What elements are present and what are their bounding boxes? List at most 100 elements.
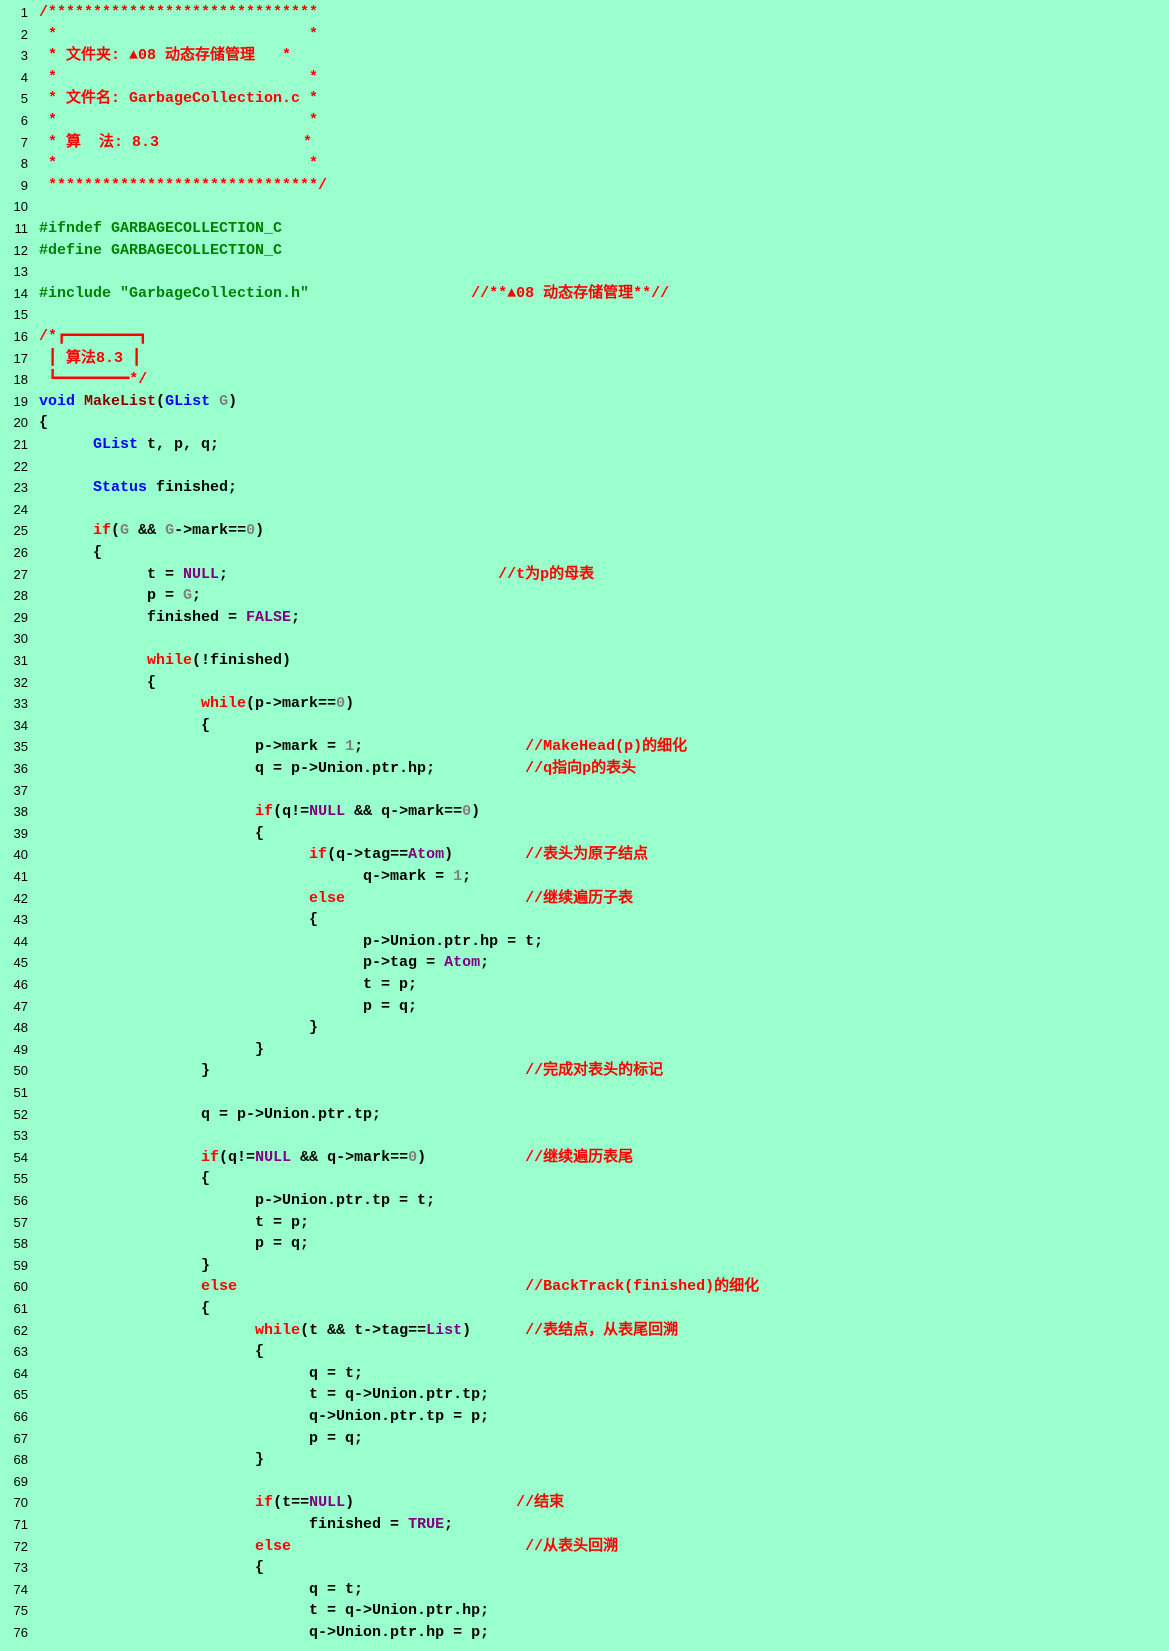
line-number: 38 — [13, 804, 28, 820]
code-token: { — [39, 1300, 211, 1317]
code-token: 0 — [336, 695, 346, 713]
code-text: { — [39, 1168, 210, 1190]
code-token: && q->mark== — [291, 1148, 409, 1166]
line-number: 6 — [20, 113, 28, 128]
code-token: /*┏━━━━━━━━┓ — [39, 328, 148, 345]
line-number: 71 — [13, 1517, 28, 1532]
line-number: 59 — [13, 1257, 28, 1273]
code-text: p = q; — [39, 1233, 309, 1255]
code-text: * * — [39, 67, 318, 89]
code-token — [39, 1494, 255, 1511]
line-number: 52 — [13, 1106, 28, 1122]
code-text: if(q->tag==Atom) //表头为原子结点 — [39, 844, 648, 866]
code-token: p->mark = — [39, 738, 346, 756]
code-text: finished = TRUE; — [39, 1514, 453, 1536]
line-number: 9 — [20, 177, 28, 193]
code-text: q->mark = 1; — [39, 866, 471, 888]
code-token: finished; — [147, 479, 238, 497]
code-text: if(q!=NULL && q->mark==0) — [39, 801, 480, 823]
code-text: else //继续遍历子表 — [39, 888, 633, 910]
code-token: TRUE — [408, 1516, 445, 1533]
line-number: 34 — [13, 717, 28, 733]
code-token: q = t; — [39, 1580, 364, 1598]
code-token: && — [129, 522, 166, 540]
code-token: if — [255, 1494, 274, 1512]
code-token: List — [426, 1321, 463, 1339]
code-token: * * — [39, 112, 319, 129]
code-text: * * — [39, 153, 318, 175]
code-token: else — [201, 1278, 238, 1296]
code-token: //从表头回溯 — [525, 1537, 619, 1555]
line-number: 54 — [13, 1149, 28, 1165]
code-token: ) — [345, 1494, 517, 1512]
code-token: ┃ 算法8.3 ┃ — [39, 349, 142, 367]
code-text: } //完成对表头的标记 — [39, 1060, 663, 1082]
code-token: ; — [192, 587, 202, 605]
code-token: 1 — [345, 738, 355, 756]
code-token: * * — [39, 25, 319, 43]
line-number: 36 — [13, 761, 28, 776]
line-number: 4 — [20, 69, 28, 85]
code-token: (q!= — [219, 1148, 256, 1166]
code-text: p->Union.ptr.hp = t; — [39, 931, 543, 953]
code-token — [39, 1538, 255, 1555]
code-token: ) — [255, 522, 265, 540]
code-token: p = q; — [39, 1429, 364, 1447]
code-text: while(t && t->tag==List) //表结点，从表尾回溯 — [39, 1320, 678, 1342]
line-number: 14 — [13, 285, 28, 301]
code-token: else — [309, 889, 346, 907]
code-text: else //BackTrack(finished)的细化 — [39, 1276, 759, 1298]
code-token: #ifndef GARBAGECOLLECTION_C — [39, 220, 283, 237]
code-token: ) — [345, 695, 355, 713]
code-token: void — [39, 392, 76, 410]
code-token: p->Union.ptr.hp = t; — [39, 932, 544, 950]
code-token: * 文件名: GarbageCollection.c * — [39, 90, 319, 108]
code-token: { — [39, 544, 103, 561]
code-token: { — [39, 1343, 265, 1361]
code-token: (q!= — [273, 803, 310, 821]
line-number: 62 — [13, 1322, 28, 1338]
code-token — [39, 846, 309, 863]
line-number: 20 — [13, 415, 28, 431]
code-text: p = G; — [39, 585, 201, 607]
line-number: 63 — [13, 1344, 28, 1360]
code-text: { — [39, 1341, 264, 1363]
code-token: 0 — [462, 803, 472, 821]
code-token: while — [147, 652, 193, 669]
code-token: GList — [165, 392, 211, 410]
code-token: //完成对表头的标记 — [525, 1062, 664, 1080]
code-token: #define GARBAGECOLLECTION_C — [39, 241, 283, 259]
code-token: //继续遍历子表 — [525, 889, 634, 907]
code-token: { — [39, 824, 265, 842]
code-token: (t== — [273, 1494, 310, 1512]
code-text: * * — [39, 24, 318, 46]
line-number: 39 — [13, 825, 28, 841]
code-token: Atom — [444, 954, 481, 972]
line-number: 69 — [13, 1473, 28, 1489]
code-text: /****************************** — [39, 2, 318, 24]
code-token: t = — [39, 565, 184, 583]
line-number: 56 — [13, 1193, 28, 1208]
code-text: * 文件名: GarbageCollection.c * — [39, 88, 318, 110]
line-number: 25 — [13, 523, 28, 539]
code-text: t = NULL; //t为p的母表 — [39, 564, 594, 586]
code-text: q->Union.ptr.tp = p; — [39, 1406, 489, 1428]
code-token — [39, 1149, 201, 1166]
code-token: ; — [462, 868, 472, 885]
code-text: { — [39, 715, 210, 737]
code-token: while — [201, 695, 247, 713]
code-token: 1 — [453, 868, 463, 885]
code-token: GList — [93, 436, 139, 453]
line-number: 21 — [13, 437, 28, 452]
code-token — [39, 652, 147, 669]
line-number: 76 — [13, 1625, 28, 1640]
line-number: 65 — [13, 1387, 28, 1403]
code-token: ->mark== — [174, 522, 247, 540]
line-number: 35 — [13, 739, 28, 755]
code-token: * * — [39, 155, 319, 173]
code-token: finished = — [39, 1516, 409, 1533]
line-number: 2 — [20, 26, 28, 42]
code-text: p = q; — [39, 1428, 363, 1450]
code-token: NULL — [309, 1494, 346, 1512]
